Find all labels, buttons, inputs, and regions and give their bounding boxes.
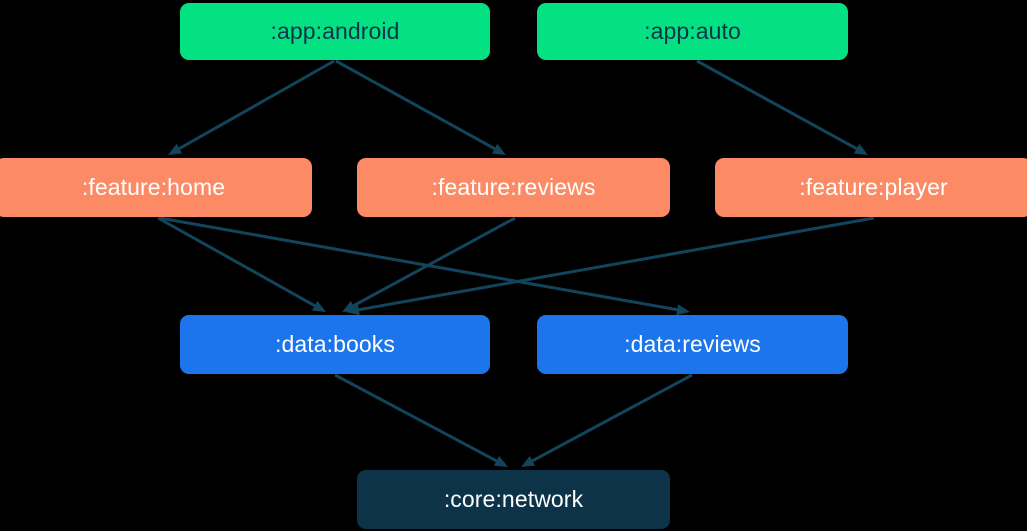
edge-line xyxy=(531,373,693,463)
node-label: :app:android xyxy=(270,18,400,44)
arrowhead-icon xyxy=(342,300,357,312)
arrowhead-icon xyxy=(168,143,183,155)
node-feature-reviews[interactable]: :feature:reviews xyxy=(357,158,670,217)
node-label: :feature:home xyxy=(81,174,226,200)
node-feature-player[interactable]: :feature:player xyxy=(715,158,1027,217)
arrowhead-icon xyxy=(491,143,506,155)
node-label: :feature:player xyxy=(799,174,948,200)
edge-data-books-to-core-network xyxy=(334,373,508,467)
edge-line xyxy=(178,59,335,150)
arrowhead-icon xyxy=(493,456,508,467)
edge-feature-home-to-data-books xyxy=(157,216,326,312)
node-data-books[interactable]: :data:books xyxy=(180,315,490,374)
edge-feature-reviews-to-data-books xyxy=(342,216,516,312)
edge-feature-player-to-data-books xyxy=(346,216,875,316)
edge-app-android-to-feature-home xyxy=(168,59,335,155)
edge-line xyxy=(358,216,875,312)
arrowhead-icon xyxy=(346,304,360,316)
edge-app-android-to-feature-reviews xyxy=(335,59,506,155)
edge-line xyxy=(352,216,516,308)
arrowhead-icon xyxy=(521,455,536,467)
edge-app-auto-to-feature-player xyxy=(696,59,868,155)
edge-line xyxy=(696,59,858,151)
node-data-reviews[interactable]: :data:reviews xyxy=(537,315,848,374)
edge-line xyxy=(157,216,316,307)
node-label: :data:reviews xyxy=(624,331,761,357)
node-app-auto[interactable]: :app:auto xyxy=(537,3,848,60)
node-label: :feature:reviews xyxy=(431,174,596,200)
arrowhead-icon xyxy=(311,300,326,312)
edge-line xyxy=(159,216,678,312)
arrowhead-icon xyxy=(853,143,868,155)
arrowhead-icon xyxy=(676,304,690,316)
node-core-network[interactable]: :core:network xyxy=(357,470,670,529)
node-label: :core:network xyxy=(443,486,584,512)
node-feature-home[interactable]: :feature:home xyxy=(0,158,312,217)
edge-data-reviews-to-core-network xyxy=(521,373,693,467)
node-label: :app:auto xyxy=(644,18,741,44)
node-label: :data:books xyxy=(274,331,396,357)
edge-feature-home-to-data-reviews xyxy=(159,216,690,316)
edge-line xyxy=(334,373,498,463)
node-app-android[interactable]: :app:android xyxy=(180,3,490,60)
edge-line xyxy=(335,59,496,151)
